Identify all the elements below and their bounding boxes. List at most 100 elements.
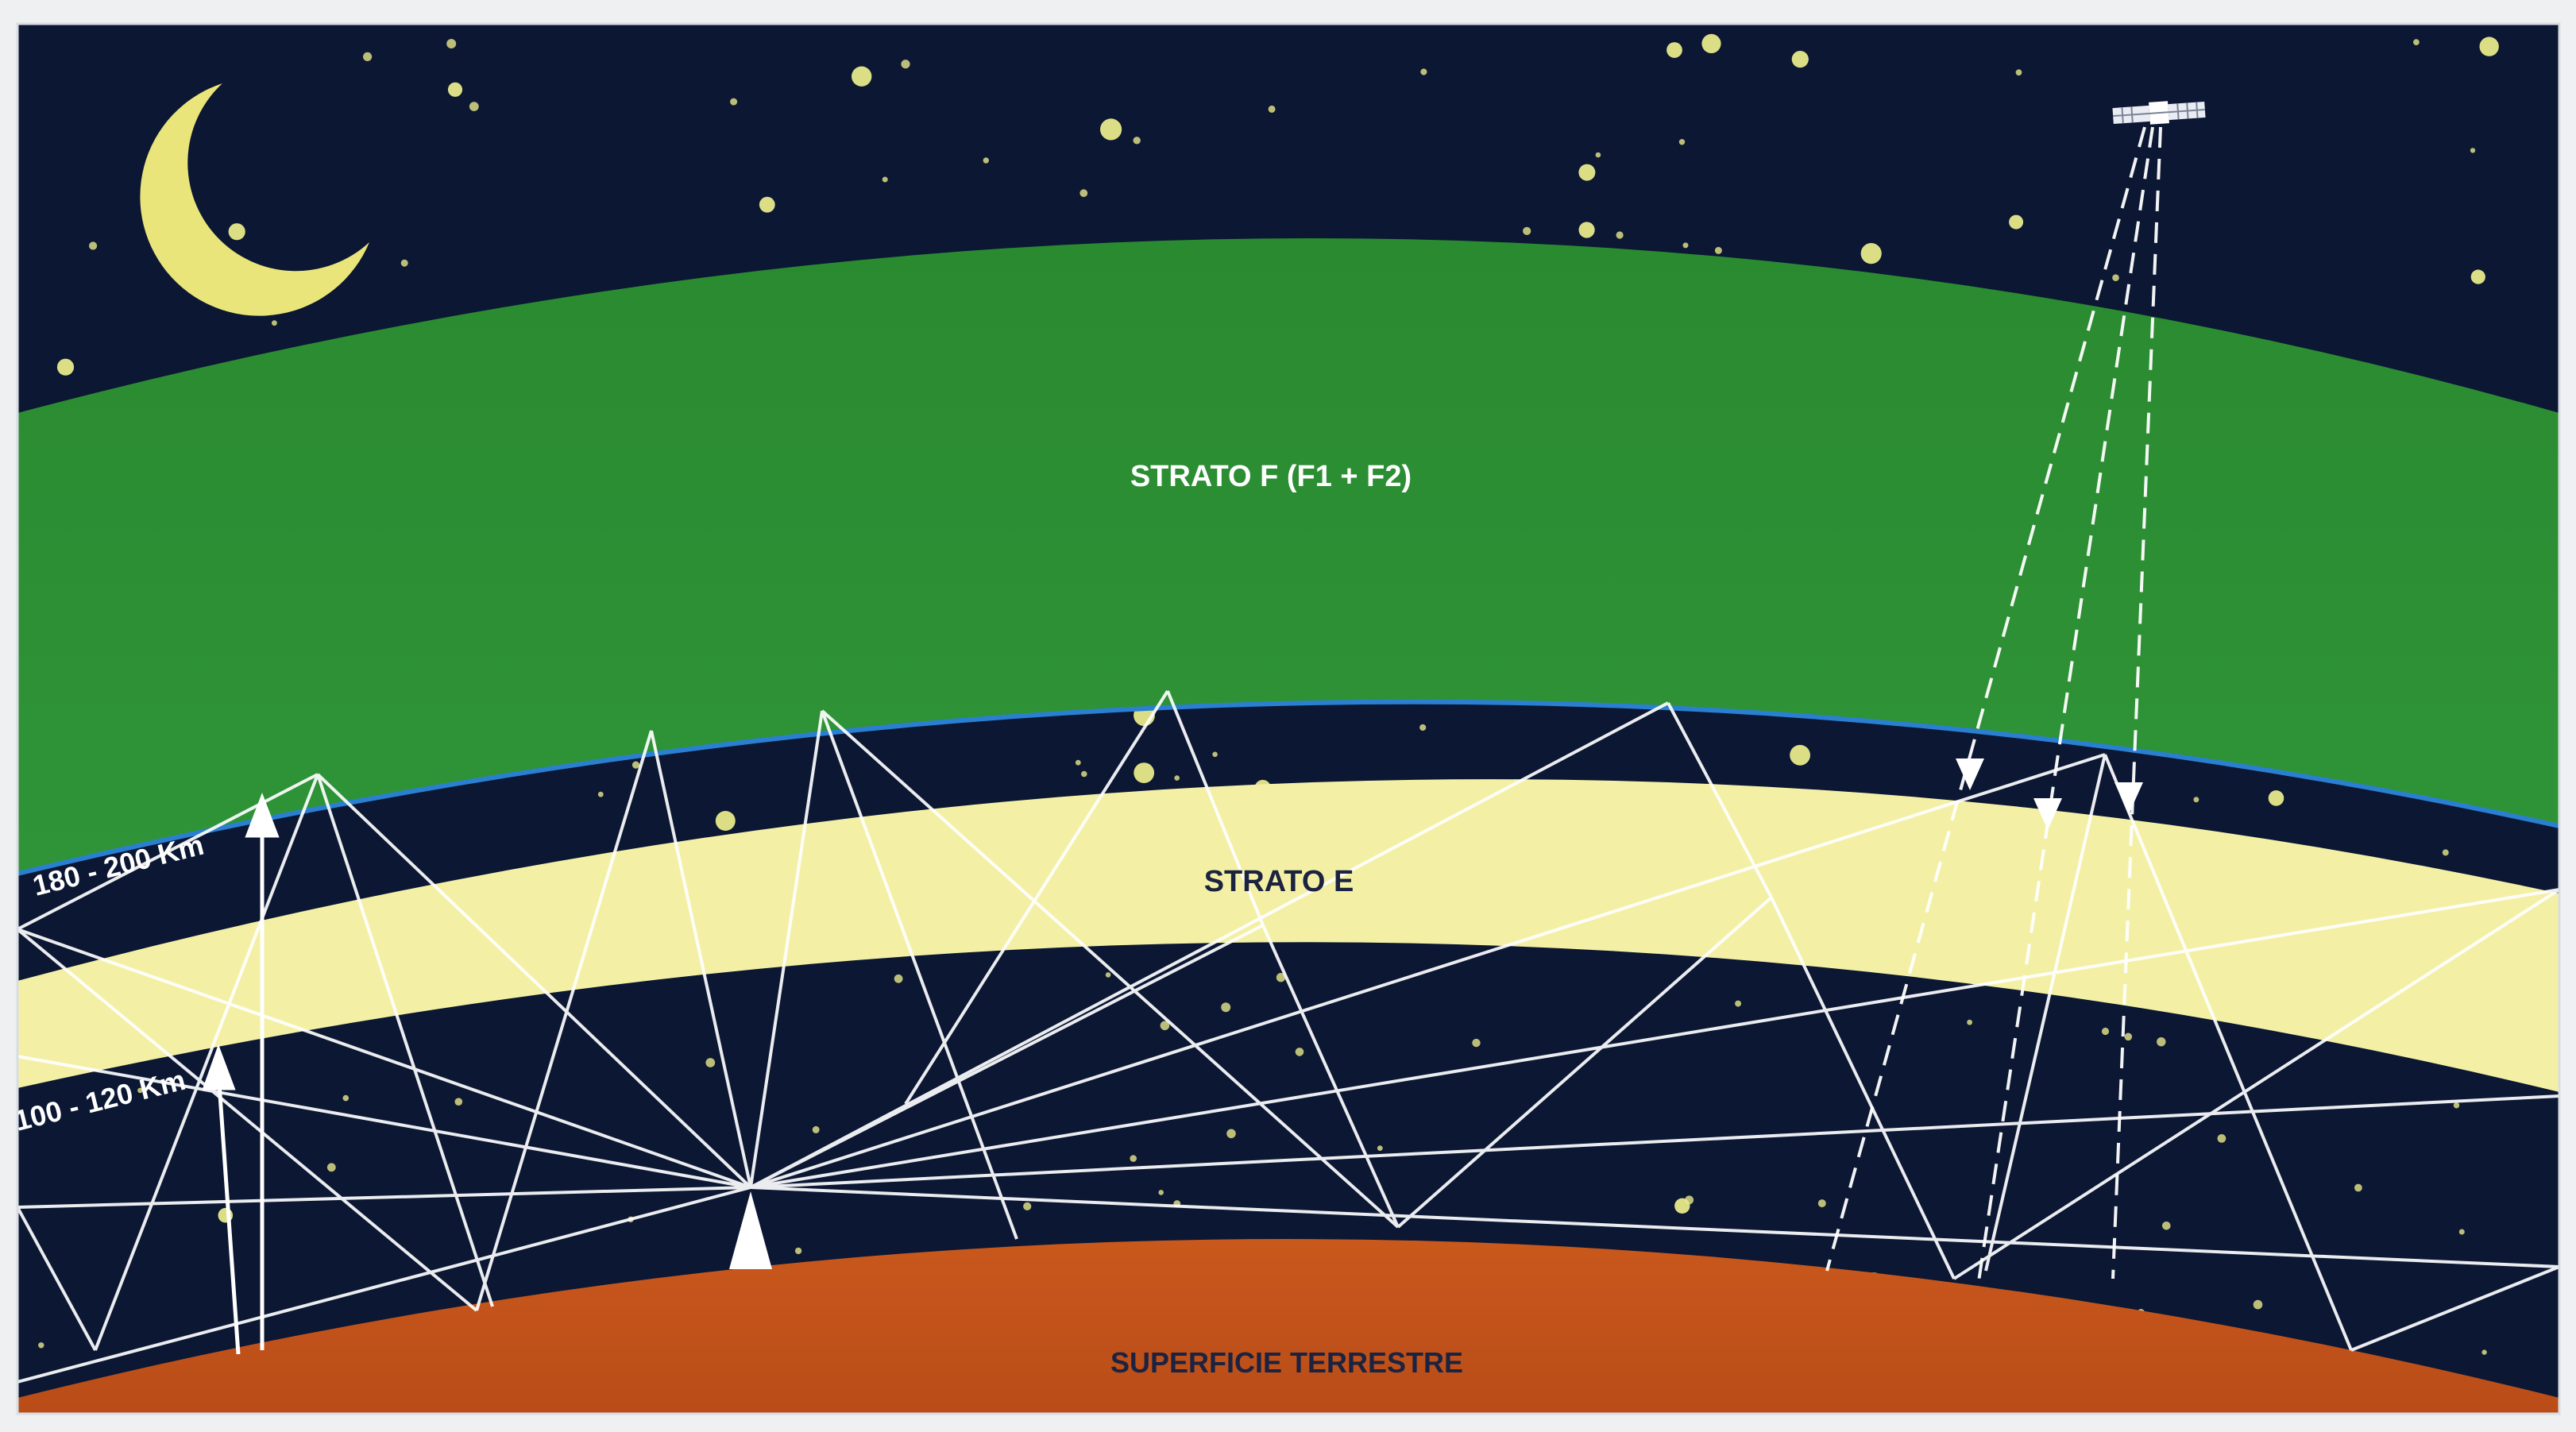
star xyxy=(1212,751,1218,758)
star xyxy=(1023,1202,1032,1210)
star xyxy=(1790,744,1811,766)
surface-label: SUPERFICIE TERRESTRE xyxy=(1110,1346,1463,1379)
star xyxy=(272,320,277,326)
star xyxy=(901,60,910,69)
star xyxy=(228,223,245,241)
star xyxy=(2253,1299,2263,1310)
star xyxy=(342,1094,350,1102)
star xyxy=(1817,1199,1826,1208)
star xyxy=(2413,39,2420,45)
star xyxy=(1134,762,1155,783)
star xyxy=(1860,243,1882,264)
star xyxy=(2481,1349,2487,1355)
star xyxy=(2217,1134,2226,1143)
crescent-moon-icon xyxy=(140,83,369,316)
star xyxy=(2442,849,2449,856)
star xyxy=(2470,269,2485,284)
star xyxy=(1174,775,1180,781)
down-arrow-icon xyxy=(2033,798,2062,830)
down-arrow-icon xyxy=(2114,782,2143,814)
star xyxy=(1595,152,1601,158)
star xyxy=(1472,1038,1481,1048)
star xyxy=(882,176,888,183)
star xyxy=(2453,1102,2460,1109)
star xyxy=(2479,37,2499,56)
star xyxy=(2354,1183,2362,1192)
star xyxy=(1419,724,1427,731)
star xyxy=(2193,797,2199,803)
satellite-links xyxy=(1825,126,2162,1287)
star xyxy=(1523,226,1531,235)
star xyxy=(363,52,373,61)
star xyxy=(1377,1145,1383,1151)
star xyxy=(1714,246,1722,254)
satellite-icon xyxy=(2112,101,2206,125)
star xyxy=(631,761,640,769)
star xyxy=(1674,1198,1690,1214)
star xyxy=(852,66,872,87)
star xyxy=(1226,1129,1236,1139)
star xyxy=(1130,1155,1137,1162)
star xyxy=(2458,1229,2465,1235)
star xyxy=(2101,1027,2110,1036)
star xyxy=(2124,1033,2133,1041)
star xyxy=(89,241,98,250)
star xyxy=(1268,105,1276,113)
star xyxy=(469,102,479,112)
star xyxy=(400,259,408,267)
star xyxy=(794,1247,802,1255)
star xyxy=(454,1098,463,1106)
star xyxy=(1158,1190,1164,1195)
star xyxy=(446,39,457,48)
star xyxy=(1221,1002,1231,1013)
star xyxy=(38,1342,44,1349)
star xyxy=(1701,33,1721,53)
altitude-arrows xyxy=(202,793,280,1355)
star xyxy=(1100,118,1122,141)
star xyxy=(2009,214,2024,230)
star xyxy=(730,98,738,106)
star xyxy=(2470,148,2476,153)
star xyxy=(1420,68,1427,75)
f-layer-lower-edge xyxy=(17,699,2559,876)
panel-border xyxy=(16,22,2561,1415)
star xyxy=(2112,274,2119,282)
star xyxy=(2015,69,2022,76)
star xyxy=(1079,189,1088,198)
propagation-rays xyxy=(17,689,2559,1384)
star xyxy=(812,1125,820,1133)
star xyxy=(2157,1037,2166,1047)
star xyxy=(1578,164,1596,181)
star xyxy=(715,811,736,831)
star xyxy=(56,358,75,376)
star xyxy=(1081,770,1087,778)
star xyxy=(2268,790,2284,806)
star xyxy=(447,82,463,97)
star xyxy=(1735,1000,1742,1007)
e-layer-label: STRATO E xyxy=(1204,865,1354,898)
star xyxy=(326,1163,336,1172)
star xyxy=(1616,231,1624,239)
star xyxy=(1276,973,1286,982)
satellite-link-arrows xyxy=(1956,758,2143,830)
star xyxy=(1160,1021,1170,1031)
star xyxy=(705,1058,716,1067)
star xyxy=(1791,51,1809,68)
star xyxy=(1578,222,1595,238)
star xyxy=(137,1087,143,1094)
f-layer-label: STRATO F (F1 + F2) xyxy=(1130,460,1412,493)
star xyxy=(1666,42,1682,58)
up-arrow-icon xyxy=(202,1044,236,1090)
up-arrow-icon xyxy=(245,793,280,838)
star xyxy=(2162,1222,2171,1230)
down-arrow-icon xyxy=(1956,758,1984,790)
star xyxy=(1678,139,1686,145)
e-layer-band xyxy=(17,779,2559,1092)
star xyxy=(1295,1048,1304,1056)
star xyxy=(1682,242,1689,249)
star xyxy=(1075,759,1081,766)
altitude-arrow-lower xyxy=(216,1071,241,1355)
star xyxy=(1967,1019,1973,1025)
star xyxy=(1105,972,1111,978)
